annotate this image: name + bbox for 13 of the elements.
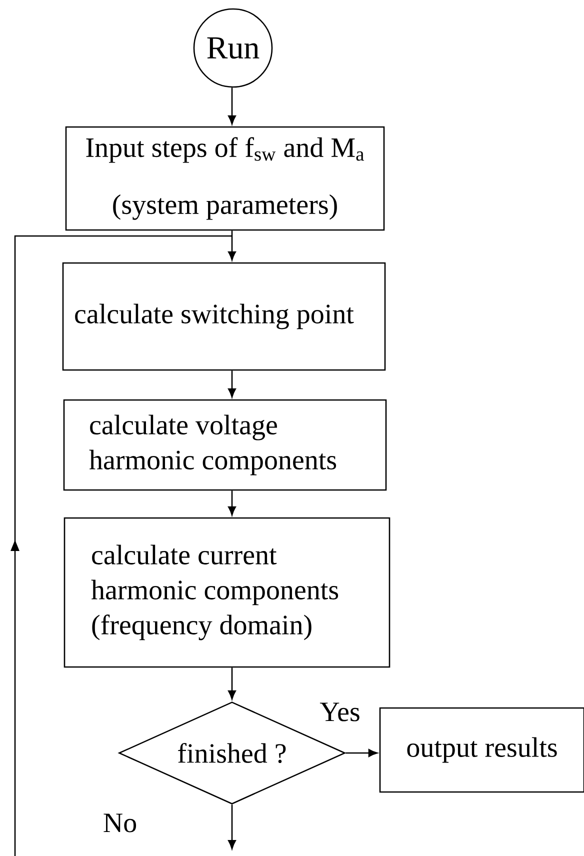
- arrow: [228, 668, 236, 700]
- arrow: [346, 749, 378, 757]
- arrow: [228, 230, 236, 261]
- process-box: calculate voltage harmonic components: [63, 399, 387, 491]
- edge-label: No: [104, 814, 136, 832]
- process-box: calculate current harmonic components (frequency domain): [64, 517, 390, 668]
- process-box: Input steps of f$_{sw}$ and M$_{a}$ (system parameters): [65, 126, 385, 231]
- process-box: calculate switching point: [62, 262, 386, 371]
- arrow: [228, 370, 236, 398]
- arrow: [228, 804, 236, 850]
- arrow: [228, 88, 236, 125]
- arrow: [228, 490, 236, 516]
- process-box: output results: [379, 707, 584, 793]
